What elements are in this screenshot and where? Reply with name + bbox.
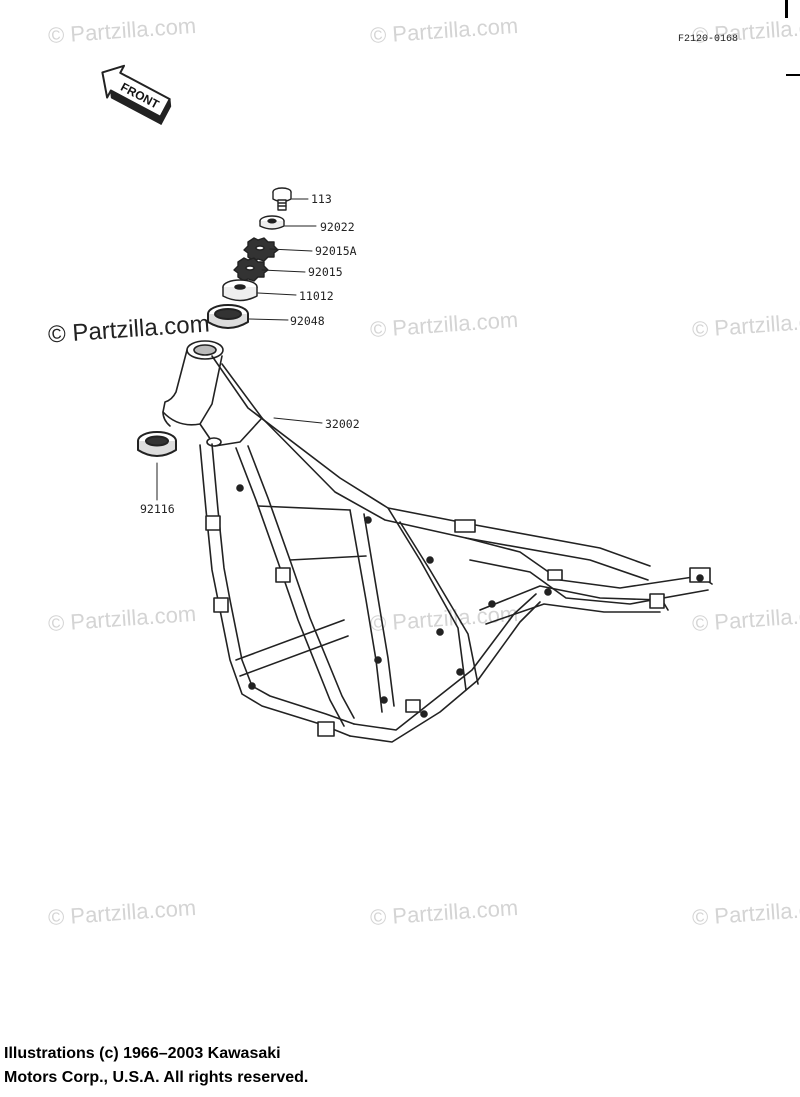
- seal-92048: [207, 304, 249, 329]
- edge-mark: [786, 74, 800, 76]
- part-label-92048[interactable]: 92048: [290, 314, 325, 328]
- copyright-notice: Illustrations (c) 1966–2003 Kawasaki Mot…: [4, 1042, 308, 1090]
- part-label-92022[interactable]: 92022: [320, 220, 355, 234]
- front-arrow-icon: FRONT: [101, 64, 172, 125]
- lockwasher-92015: [233, 257, 269, 282]
- grommet-92116: [137, 431, 177, 457]
- part-label-92015A[interactable]: 92015A: [315, 244, 357, 258]
- frame-diagram: FRONT: [101, 64, 713, 743]
- edge-mark: [785, 0, 788, 18]
- part-label-11012[interactable]: 11012: [299, 289, 334, 303]
- lockwasher-92015A: [243, 237, 279, 262]
- frame-32002: [162, 340, 713, 743]
- copyright-line-2: Motors Corp., U.S.A. All rights reserved…: [4, 1069, 309, 1086]
- bolt-113: [272, 187, 292, 211]
- part-label-92015[interactable]: 92015: [308, 265, 343, 279]
- leader-lines: [156, 198, 323, 501]
- copyright-line-1: Illustrations (c) 1966–2003 Kawasaki: [4, 1045, 281, 1062]
- part-label-113[interactable]: 113: [311, 192, 332, 206]
- washer-92022: [259, 215, 285, 230]
- diagram-code: F2120-0168: [678, 34, 739, 45]
- part-label-92116[interactable]: 92116: [140, 502, 175, 516]
- part-label-32002[interactable]: 32002: [325, 417, 360, 431]
- cap-11012: [222, 279, 258, 302]
